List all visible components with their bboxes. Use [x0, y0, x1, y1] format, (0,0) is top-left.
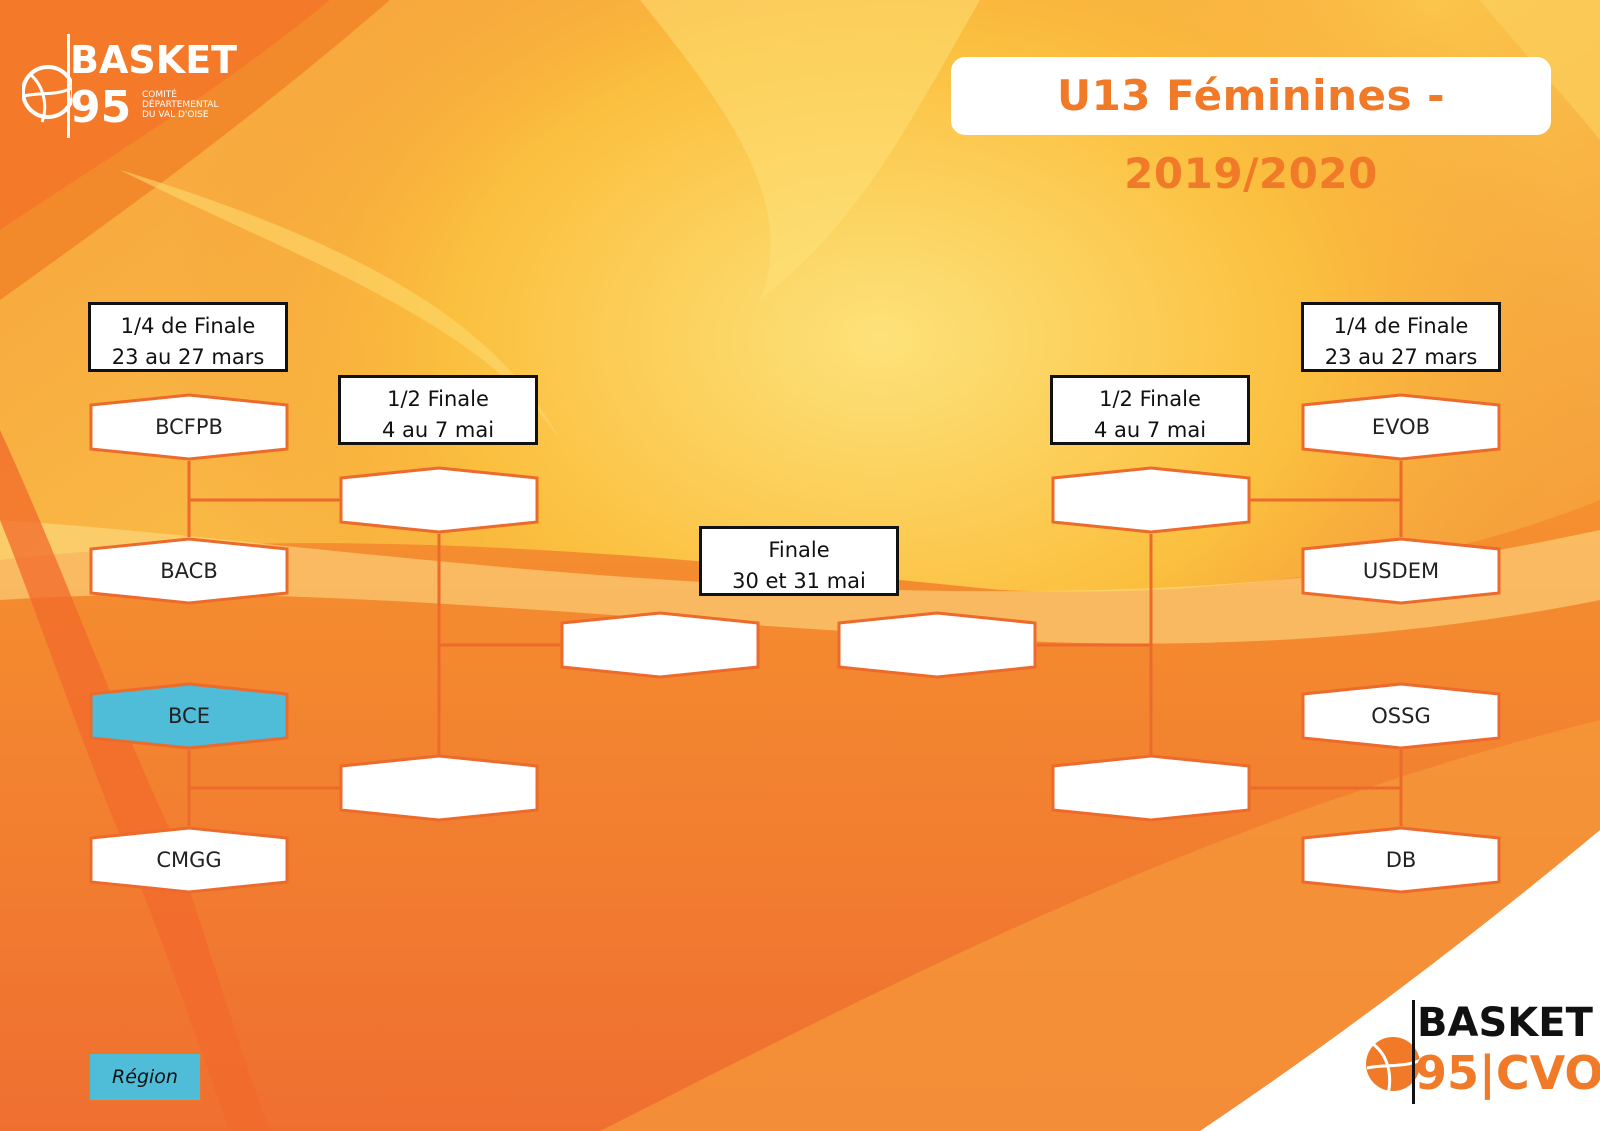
semi-slot-left-1	[339, 466, 539, 534]
team-label: EVOB	[1371, 415, 1431, 439]
hexagon-shape	[837, 611, 1037, 679]
team-label	[339, 466, 539, 534]
round-name: 1/4 de Finale	[120, 314, 256, 338]
team-label	[1051, 466, 1251, 534]
semi-slot-left-2	[339, 754, 539, 822]
team-label: CMGG	[156, 848, 222, 872]
team-label	[560, 611, 760, 679]
team-label: USDEM	[1362, 559, 1440, 583]
semi-slot-right-1	[1051, 466, 1251, 534]
basketball-icon	[22, 65, 72, 123]
logo-line2: 95|CVO	[1415, 1046, 1600, 1100]
team-label	[837, 611, 1037, 679]
team-label: OSSG	[1371, 704, 1431, 728]
hexagon-shape	[89, 393, 289, 461]
hexagon-shape	[339, 754, 539, 822]
hexagon-shape	[89, 537, 289, 605]
round-header-semi-left: 1/2 Finale 4 au 7 mai	[338, 375, 538, 445]
hexagon-shape	[1301, 682, 1501, 750]
team-label: BCFPB	[155, 415, 223, 439]
basket95-logo-top-left: BASKET 95 COMITÉ DÉPARTEMENTAL DU VAL D'…	[22, 34, 237, 144]
round-header-final: Finale 30 et 31 mai	[699, 526, 899, 596]
team-slot-bacb: BACB	[89, 537, 289, 605]
round-dates: 23 au 27 mars	[1324, 345, 1478, 369]
round-name: 1/2 Finale	[1099, 387, 1201, 411]
team-slot-cmgg: CMGG	[89, 826, 289, 894]
team-label: BCE	[168, 704, 210, 728]
logo-subtitle-line: COMITÉ	[142, 90, 177, 100]
hexagon-shape	[1301, 826, 1501, 894]
round-dates: 4 au 7 mai	[1093, 418, 1207, 442]
round-header-quarter-left: 1/4 de Finale 23 au 27 mars	[88, 302, 288, 372]
basketball-icon	[1366, 1037, 1421, 1099]
logo-line1: BASKET	[1417, 1000, 1593, 1046]
hexagon-shape	[560, 611, 760, 679]
team-slot-bce: BCE	[89, 682, 289, 750]
logo-divider	[1412, 1000, 1415, 1104]
team-slot-ossg: OSSG	[1301, 682, 1501, 750]
team-slot-db: DB	[1301, 826, 1501, 894]
logo-subtitle: COMITÉ DÉPARTEMENTAL DU VAL D'OISE	[142, 90, 219, 120]
hexagon-shape	[1051, 754, 1251, 822]
team-slot-usdem: USDEM	[1301, 537, 1501, 605]
team-slot-bcfpb: BCFPB	[89, 393, 289, 461]
team-label	[339, 754, 539, 822]
logo-subtitle-line: DÉPARTEMENTAL	[142, 100, 219, 110]
semi-slot-right-2	[1051, 754, 1251, 822]
round-header-semi-right: 1/2 Finale 4 au 7 mai	[1050, 375, 1250, 445]
team-slot-evob: EVOB	[1301, 393, 1501, 461]
hexagon-shape	[1051, 466, 1251, 534]
team-label: DB	[1385, 848, 1417, 872]
round-name: Finale	[768, 538, 830, 562]
logo-divider	[67, 34, 70, 138]
round-name: 1/2 Finale	[387, 387, 489, 411]
final-slot-right	[837, 611, 1037, 679]
hexagon-shape	[1301, 393, 1501, 461]
final-slot-left	[560, 611, 760, 679]
legend-region: Région	[88, 1052, 202, 1102]
hexagon-shape	[89, 682, 289, 750]
hexagon-shape	[339, 466, 539, 534]
logo-line2: 95	[70, 82, 132, 133]
round-name: 1/4 de Finale	[1333, 314, 1469, 338]
round-header-quarter-right: 1/4 de Finale 23 au 27 mars	[1301, 302, 1501, 372]
round-dates: 23 au 27 mars	[111, 345, 265, 369]
team-label: BACB	[160, 559, 218, 583]
basket95-cvo-logo-bottom-right: BASKET 95|CVO	[1365, 1000, 1600, 1110]
logo-line1: BASKET	[70, 38, 238, 82]
hexagon-shape	[89, 826, 289, 894]
page-title: U13 Féminines - 2019/2020	[951, 57, 1551, 198]
hexagon-shape	[1301, 537, 1501, 605]
logo-subtitle-line: DU VAL D'OISE	[142, 110, 209, 120]
round-dates: 30 et 31 mai	[732, 569, 866, 593]
round-dates: 4 au 7 mai	[381, 418, 495, 442]
team-label	[1051, 754, 1251, 822]
